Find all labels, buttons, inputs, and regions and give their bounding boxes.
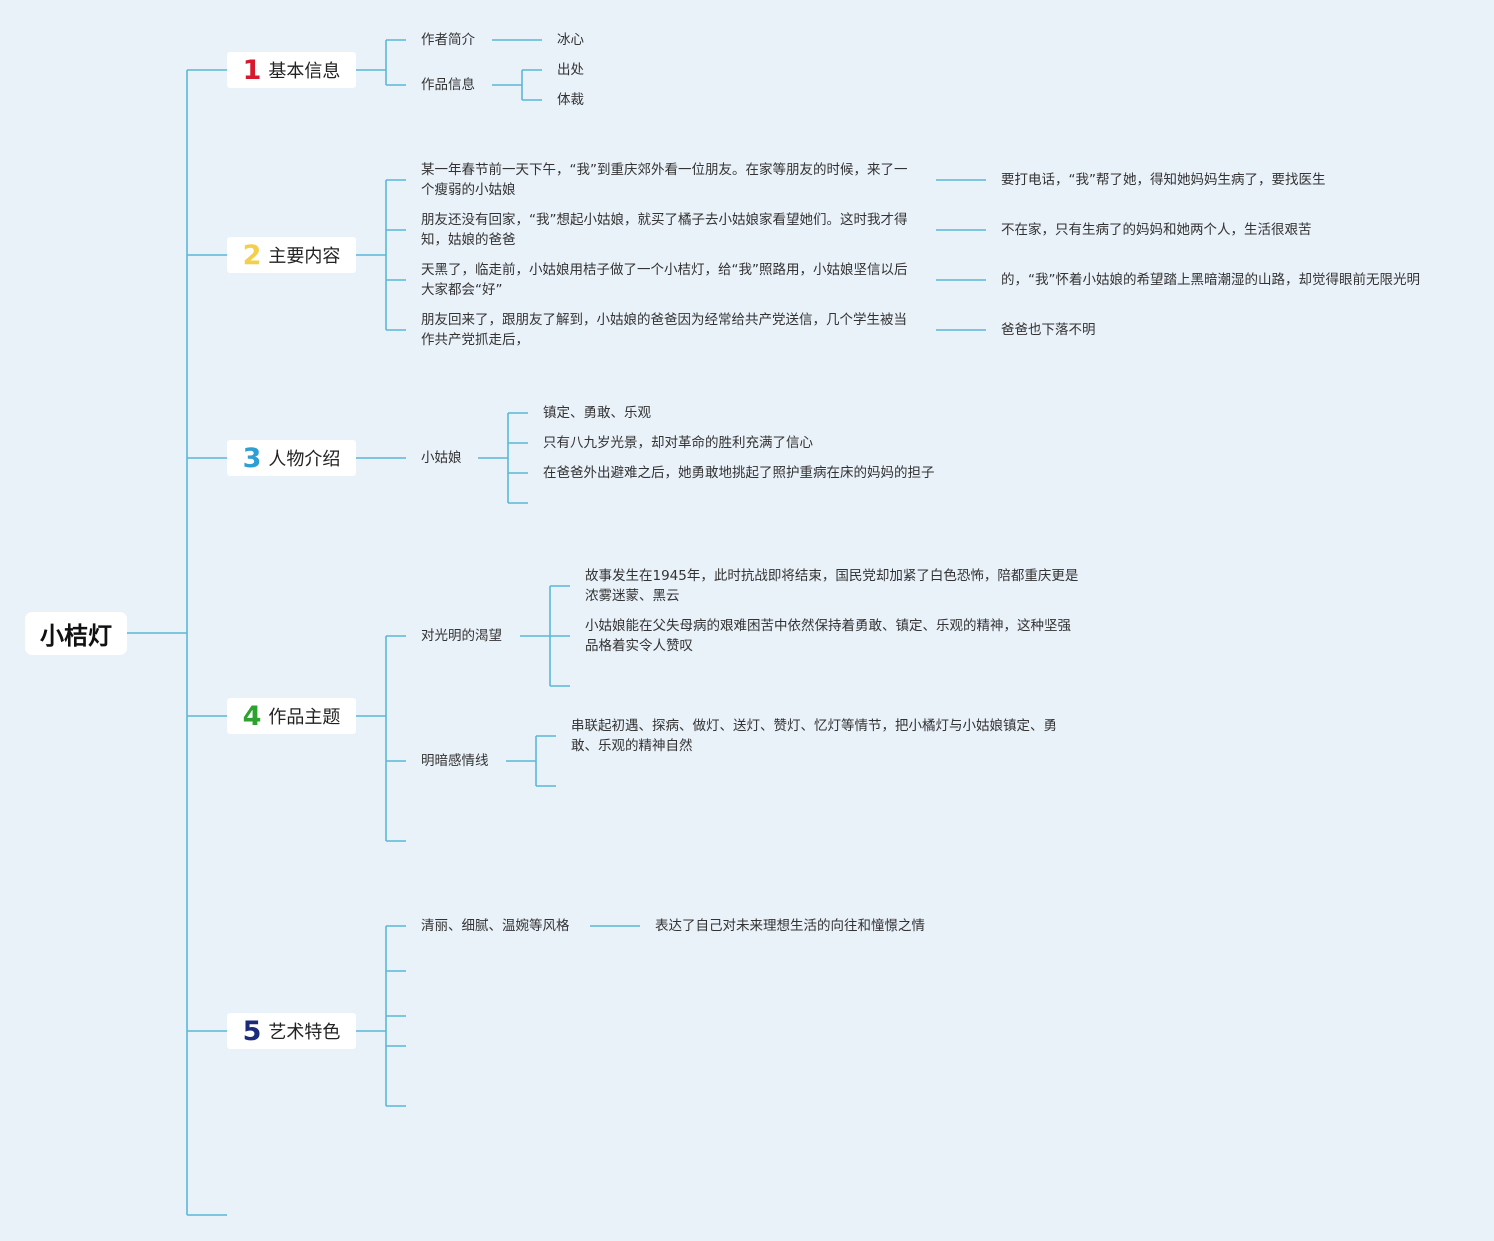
branch-title: 作品主题	[268, 707, 341, 728]
connector-branch-3	[356, 412, 528, 504]
connector-branch-4	[356, 585, 570, 842]
node-trait-2[interactable]: 只有八九岁光景，却对革命的胜利充满了信心	[543, 435, 813, 451]
branch-title: 主要内容	[268, 246, 341, 267]
node-content-2-detail[interactable]: 不在家，只有生病了的妈妈和她两个人，生活很艰苦	[1001, 222, 1312, 238]
branch-node-theme[interactable]: 4 作品主题	[227, 698, 356, 734]
node-theme-detail-2[interactable]: 小姑娘能在父失母病的艰难困苦中依然保持着勇敢、镇定、乐观的精神，这种坚强品格着实…	[585, 618, 1071, 654]
connector-branch-5	[356, 925, 640, 1107]
node-emotion-line[interactable]: 明暗感情线	[421, 753, 489, 769]
node-genre[interactable]: 体裁	[557, 92, 584, 108]
branch-number: 4	[242, 700, 262, 732]
node-emotion-detail[interactable]: 串联起初遇、探病、做灯、送灯、赞灯、忆灯等情节，把小橘灯与小姑娘镇定、勇敢、乐观…	[571, 718, 1057, 754]
node-trait-1[interactable]: 镇定、勇敢、乐观	[543, 405, 651, 421]
branch-node-characters[interactable]: 3 人物介绍	[227, 440, 356, 476]
node-content-4-detail[interactable]: 爸爸也下落不明	[1001, 322, 1096, 338]
node-content-3-detail[interactable]: 的，“我”怀着小姑娘的希望踏上黑暗潮湿的山路，却觉得眼前无限光明	[1001, 272, 1420, 288]
node-content-3[interactable]: 天黑了，临走前，小姑娘用桔子做了一个小桔灯，给“我”照路用，小姑娘坚信以后大家都…	[421, 262, 908, 298]
branch-title: 艺术特色	[268, 1022, 341, 1043]
node-work-info[interactable]: 作品信息	[421, 77, 475, 93]
node-content-1-detail[interactable]: 要打电话，“我”帮了她，得知她妈妈生病了，要找医生	[1001, 172, 1326, 188]
branch-number: 2	[242, 239, 262, 271]
node-content-4[interactable]: 朋友回来了，跟朋友了解到，小姑娘的爸爸因为经常给共产党送信，几个学生被当作共产党…	[421, 312, 907, 348]
branch-number: 1	[242, 54, 262, 86]
branch-number: 5	[242, 1015, 262, 1047]
branch-node-basic-info[interactable]: 1 基本信息	[227, 52, 356, 88]
node-longing-for-light[interactable]: 对光明的渴望	[421, 628, 502, 644]
node-style-detail[interactable]: 表达了自己对未来理想生活的向往和憧憬之情	[655, 918, 925, 934]
branch-node-artistic-features[interactable]: 5 艺术特色	[227, 1013, 356, 1049]
node-content-1[interactable]: 某一年春节前一天下午，“我”到重庆郊外看一位朋友。在家等朋友的时候，来了一个瘦弱…	[421, 162, 908, 198]
node-trait-3[interactable]: 在爸爸外出避难之后，她勇敢地挑起了照护重病在床的妈妈的担子	[543, 465, 935, 481]
connector-branch-1	[356, 39, 542, 101]
branch-title: 人物介绍	[268, 449, 341, 470]
node-little-girl[interactable]: 小姑娘	[421, 450, 462, 466]
connector-root-trunk	[127, 69, 227, 1216]
node-style[interactable]: 清丽、细腻、温婉等风格	[421, 918, 570, 934]
branch-node-main-content[interactable]: 2 主要内容	[227, 237, 356, 273]
node-theme-detail-1[interactable]: 故事发生在1945年，此时抗战即将结束，国民党却加紧了白色恐怖，陪都重庆更是浓雾…	[585, 568, 1079, 604]
branch-number: 3	[242, 442, 262, 474]
root-node[interactable]: 小桔灯	[25, 612, 127, 655]
branch-title: 基本信息	[268, 61, 341, 82]
node-author-intro[interactable]: 作者简介	[421, 32, 475, 48]
node-content-2[interactable]: 朋友还没有回家，“我”想起小姑娘，就买了橘子去小姑娘家看望她们。这时我才得知，姑…	[421, 212, 908, 248]
node-author-name[interactable]: 冰心	[557, 32, 584, 48]
connector-branch-2	[356, 179, 986, 331]
node-source[interactable]: 出处	[557, 62, 584, 78]
